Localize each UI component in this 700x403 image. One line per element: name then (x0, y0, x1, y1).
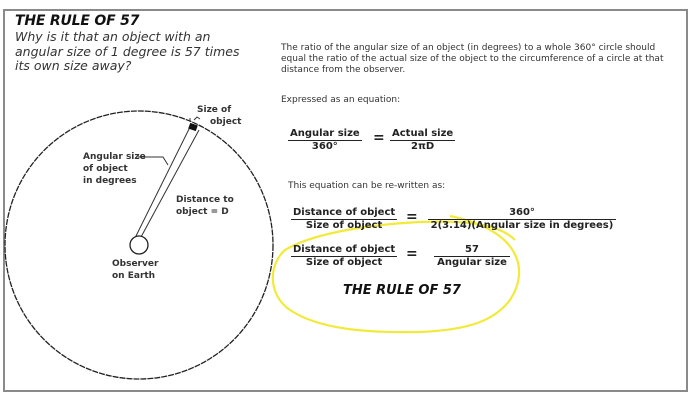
eq1-left-numerator: Angular size (288, 128, 362, 141)
eq2-right-numerator: 360° (428, 207, 616, 220)
page-title: THE RULE OF 57 (15, 13, 140, 29)
eq3-right-denominator: Angular size (437, 257, 507, 268)
eq1-right-numerator: Actual size (390, 128, 456, 141)
observer-label-2: on Earth (112, 271, 156, 281)
angular-size-label-3: in degrees (83, 176, 137, 186)
size-bracket-icon (189, 116, 201, 121)
observer-circle (129, 235, 149, 255)
eq1-equals: = (373, 130, 385, 146)
eq3-left-numerator: Distance of object (291, 244, 398, 257)
object-label: object (210, 117, 242, 127)
distance-label-2: object = D (176, 207, 229, 217)
eq2-left-numerator: Distance of object (291, 207, 398, 220)
sight-line-left (134, 126, 191, 239)
eq2-left-denominator: Size of object (305, 220, 383, 231)
eq3-left-denominator: Size of object (305, 257, 383, 268)
expressed-label: Expressed as an equation: (281, 95, 401, 105)
angular-size-pointer (138, 156, 169, 166)
eq2-right-fraction: 360° 2(3.14)(Angular size in degrees) (428, 207, 616, 232)
size-of-label: Size of (197, 105, 232, 115)
distance-circle (4, 110, 274, 380)
rule-of-57-label: THE RULE OF 57 (343, 283, 461, 298)
eq1-left-denominator: 360° (311, 141, 338, 152)
angular-size-label-2: of object (83, 164, 128, 174)
figure-frame (3, 9, 688, 392)
object-marker (188, 122, 198, 132)
eq2-right-denominator: 2(3.14)(Angular size in degrees) (430, 220, 614, 231)
eq3-left-fraction: Distance of object Size of object (291, 244, 398, 269)
eq2-left-fraction: Distance of object Size of object (291, 207, 398, 232)
highlight-loop (271, 214, 521, 334)
eq3-right-fraction: 57 Angular size (434, 244, 510, 269)
eq3-right-numerator: 57 (434, 244, 510, 257)
eq1-right-fraction: Actual size 2πD (390, 128, 456, 153)
eq3-equals: = (406, 246, 418, 262)
rewrite-label: This equation can be re-written as: (288, 181, 446, 191)
eq1-right-denominator: 2πD (411, 141, 435, 152)
eq2-equals: = (406, 209, 418, 225)
explanation-paragraph: The ratio of the angular size of an obje… (281, 43, 664, 75)
observer-label-1: Observer (112, 259, 159, 269)
eq1-left-fraction: Angular size 360° (288, 128, 362, 153)
sight-line-right (140, 129, 200, 238)
angular-size-label-1: Angular size (83, 152, 146, 162)
distance-label-1: Distance to (176, 195, 234, 205)
question-text: Why is it that an object with an angular… (15, 29, 240, 73)
